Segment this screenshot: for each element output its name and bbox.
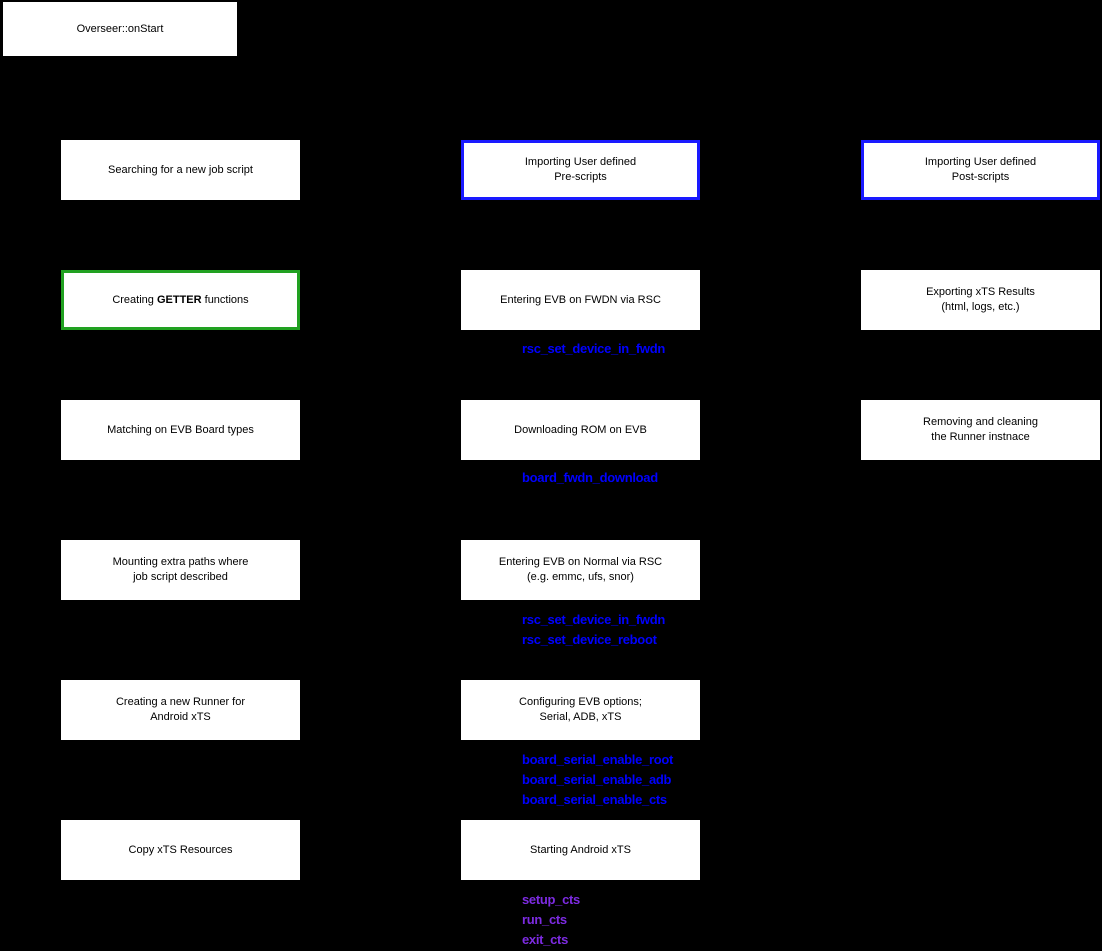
func-label-board_serial_enable_root: board_serial_enable_root [522,752,674,767]
entering-evb-normal-node: Entering EVB on Normal via RSC(e.g. emmc… [461,540,700,600]
func-label-rsc_set_device_in_fwdn: rsc_set_device_in_fwdn [522,341,665,356]
overseer-onstart-label: Overseer::onStart [76,22,164,35]
configuring-evb-node: Configuring EVB options;Serial, ADB, xTS [461,680,700,740]
func-label-run_cts: run_cts [522,912,567,927]
configuring-evb-label: Configuring EVB options;Serial, ADB, xTS [519,696,642,723]
starting-android-xts-label: Starting Android xTS [530,843,631,856]
exporting-xts-results-node: Exporting xTS Results(html, logs, etc.) [861,270,1100,330]
creating-getter-label: Creating GETTER functions [112,293,249,306]
copy-xts-resources-label: Copy xTS Resources [128,843,233,856]
downloading-rom-label: Downloading ROM on EVB [514,423,647,436]
creating-getter-node: Creating GETTER functions [61,270,300,330]
searching-job-script-node: Searching for a new job script [61,140,300,200]
func-label-rsc_set_device_in_fwdn: rsc_set_device_in_fwdn [522,612,665,627]
overseer-onstart-node: Overseer::onStart [1,0,239,58]
func-label-rsc_set_device_reboot: rsc_set_device_reboot [522,632,657,647]
exporting-xts-results-label: Exporting xTS Results(html, logs, etc.) [926,286,1035,313]
func-label-board_serial_enable_adb: board_serial_enable_adb [522,772,672,787]
func-label-exit_cts: exit_cts [522,932,569,947]
func-label-setup_cts: setup_cts [522,892,580,907]
func-label-board_fwdn_download: board_fwdn_download [522,470,658,485]
entering-evb-normal-label: Entering EVB on Normal via RSC(e.g. emmc… [498,556,663,583]
func-label-board_serial_enable_cts: board_serial_enable_cts [522,792,667,807]
matching-evb-board-node: Matching on EVB Board types [61,400,300,460]
downloading-rom-node: Downloading ROM on EVB [461,400,700,460]
copy-xts-resources-node: Copy xTS Resources [61,820,300,880]
entering-evb-fwdn-label: Entering EVB on FWDN via RSC [500,293,661,306]
entering-evb-fwdn-node: Entering EVB on FWDN via RSC [461,270,700,330]
matching-evb-board-label: Matching on EVB Board types [107,423,254,436]
starting-android-xts-node: Starting Android xTS [461,820,700,880]
searching-job-script-label: Searching for a new job script [108,163,253,176]
creating-getter-emphasis: GETTER [156,293,202,306]
